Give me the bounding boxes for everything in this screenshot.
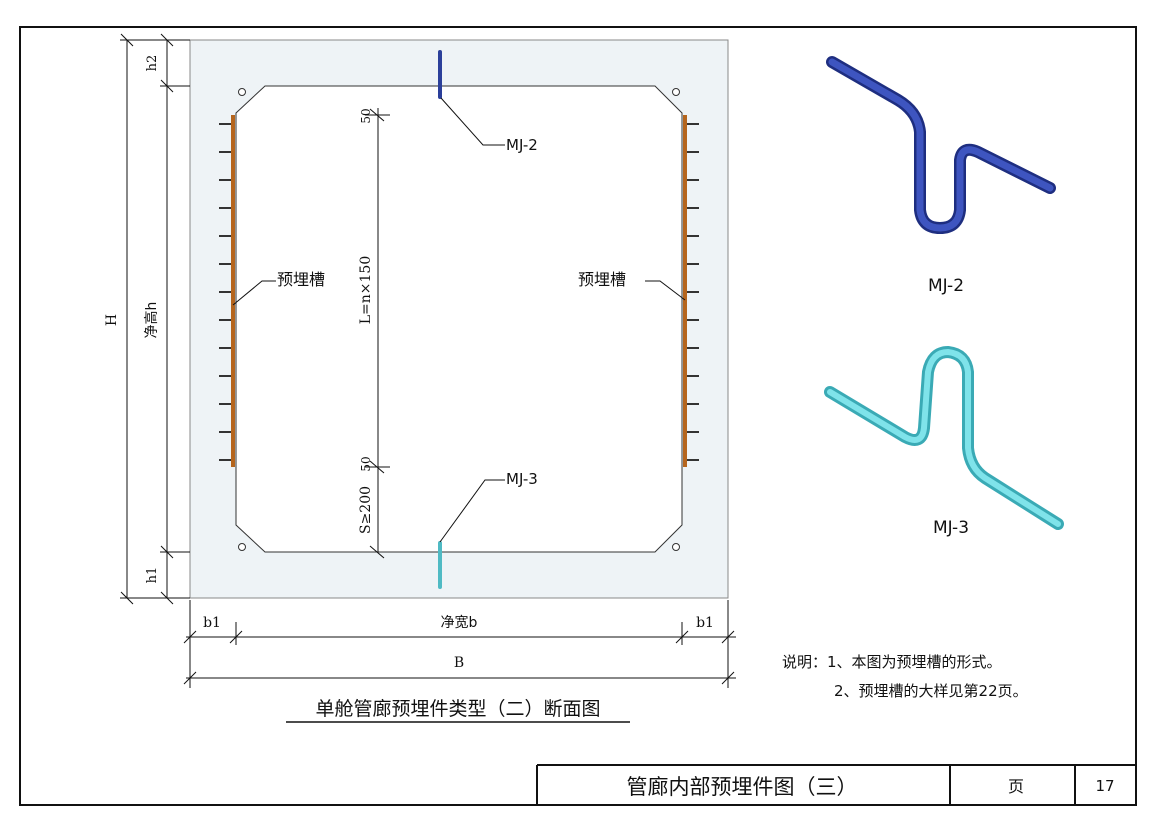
mj2-label: MJ-2: [928, 276, 964, 296]
page-label: 页: [1008, 777, 1024, 796]
channel-leader-left: [232, 280, 276, 306]
title-block: [536, 764, 1136, 805]
mj2-leader: [440, 97, 505, 146]
note-line-2: 2、预埋槽的大样见第22页。: [834, 682, 1028, 700]
sheet-border: [19, 26, 1137, 806]
mj3-detail: [824, 346, 1064, 530]
chamfer-bolt-hole: [672, 543, 680, 551]
dim-channel-length: L=n×150: [358, 256, 374, 325]
dim-h2: h2: [145, 55, 160, 72]
mj2-detail: [826, 56, 1056, 234]
vertical-dimensions: [120, 33, 390, 605]
inner-cavity: [235, 85, 683, 553]
dim-h1: h1: [145, 567, 160, 584]
tunnel-section: [189, 39, 729, 599]
mj3-leader: [439, 479, 505, 543]
channel-anchors-right: [687, 123, 699, 461]
note-line-1: 说明：1、本图为预埋槽的形式。: [782, 653, 1002, 671]
drawing-title: 管廊内部预埋件图（三）: [627, 775, 858, 799]
dim-B: B: [454, 655, 464, 671]
horizontal-dimensions: [183, 600, 736, 688]
dim-H: H: [104, 314, 120, 326]
mj3-callout: MJ-3: [506, 470, 538, 488]
mj3-label: MJ-3: [933, 518, 969, 538]
page-number: 17: [1095, 777, 1114, 795]
chamfer-bolt-hole: [238, 543, 246, 551]
embedded-channel-right: [683, 115, 687, 467]
channel-label-right: 预埋槽: [578, 270, 626, 289]
dim-spacing: S≥200: [358, 486, 374, 534]
dim-clear-height: 净高h: [143, 302, 160, 339]
chamfer-bolt-hole: [672, 88, 680, 96]
dim-b1-right: b1: [696, 615, 714, 631]
dim-bottom-offset: 50: [359, 456, 373, 471]
embedded-channel-left: [231, 115, 235, 467]
dim-b1-left: b1: [203, 615, 221, 631]
dim-top-offset: 50: [359, 108, 373, 123]
mj2-callout: MJ-2: [506, 136, 538, 154]
channel-leader-right: [645, 280, 686, 301]
dim-clear-width: 净宽b: [441, 614, 478, 631]
channel-anchors-left: [219, 123, 231, 461]
channel-label-left: 预埋槽: [277, 270, 325, 289]
chamfer-bolt-hole: [238, 88, 246, 96]
section-caption: 单舱管廊预埋件类型（二）断面图: [315, 698, 600, 720]
